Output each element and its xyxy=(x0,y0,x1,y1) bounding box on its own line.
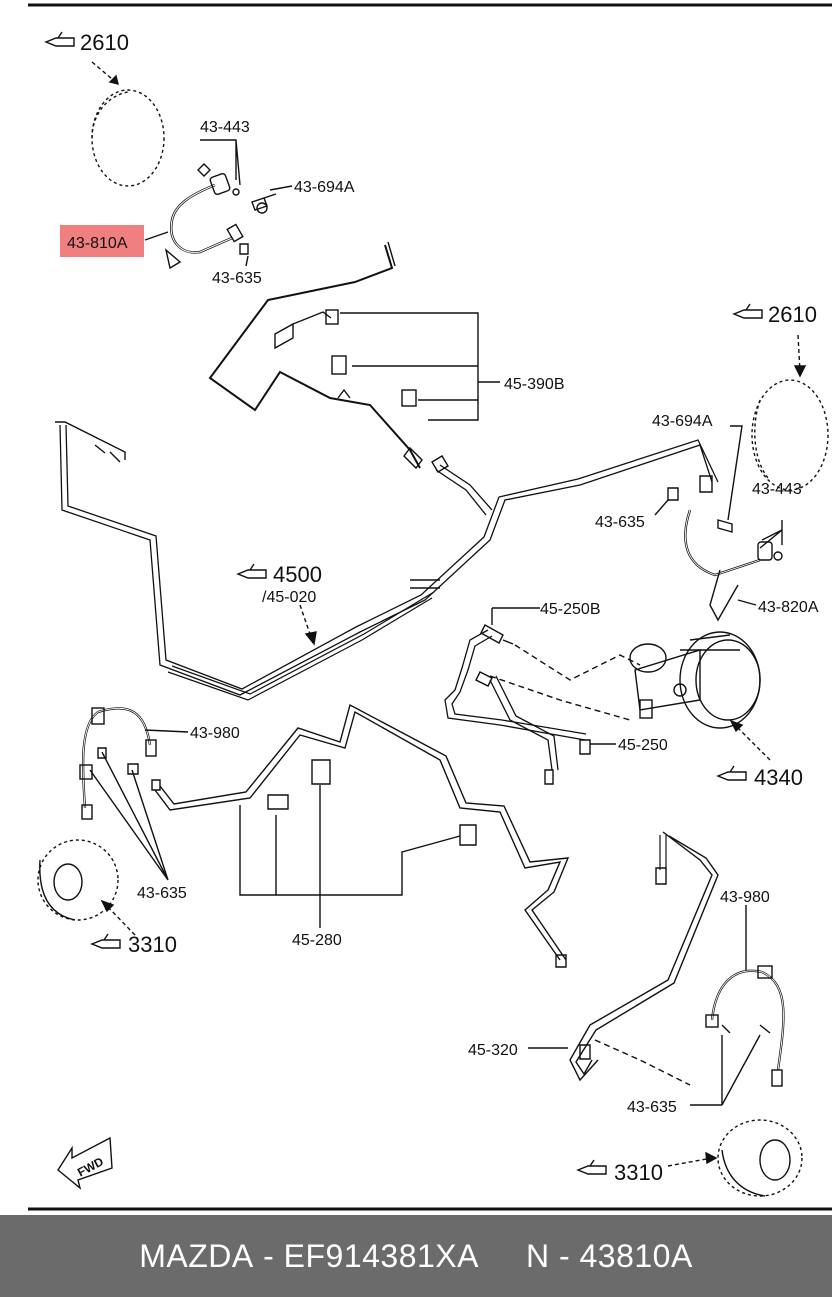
ref-3310-left: 3310 xyxy=(128,932,177,957)
hand-pointer-icon xyxy=(716,765,747,781)
diagram-svg: 2610 2610 4500 /45-020 4340 3310 3310 43… xyxy=(28,3,832,1211)
footer-brand: MAZDA xyxy=(139,1237,254,1274)
footer-catalog-number: N - 43810A xyxy=(525,1237,693,1274)
hand-pointer-icon xyxy=(90,933,121,949)
ref-2610-right: 2610 xyxy=(768,302,817,327)
part-45280: 45-280 xyxy=(292,932,342,949)
part-43635-right: 43-635 xyxy=(595,514,645,531)
part-43635-top: 43-635 xyxy=(212,270,262,287)
part-43694a-right: 43-694A xyxy=(652,413,713,430)
part-45250: 45-250 xyxy=(618,737,668,754)
part-45250b: 45-250B xyxy=(540,601,601,618)
footer-part-number: EF914381XA xyxy=(283,1237,479,1274)
ref-3310-right: 3310 xyxy=(614,1160,663,1185)
part-43443-right: 43-443 xyxy=(752,481,802,498)
part-45320: 45-320 xyxy=(468,1042,518,1059)
part-43820a: 43-820A xyxy=(758,599,819,616)
part-43443-top: 43-443 xyxy=(200,119,250,136)
ref-45020: /45-020 xyxy=(262,589,316,606)
drawing-lines xyxy=(37,61,829,1197)
footer-separator: - xyxy=(253,1237,284,1274)
labels: 2610 2610 4500 /45-020 4340 3310 3310 43… xyxy=(67,30,819,1185)
part-43694a-top: 43-694A xyxy=(294,179,355,196)
hand-pointer-icon xyxy=(576,1159,607,1175)
part-43635-bottom: 43-635 xyxy=(627,1099,677,1116)
ref-4500: 4500 xyxy=(273,562,322,587)
footer-bar: MAZDA - EF914381XA N - 43810A xyxy=(0,1215,832,1297)
parts-diagram: 2610 2610 4500 /45-020 4340 3310 3310 43… xyxy=(28,3,832,1211)
part-43980-left: 43-980 xyxy=(190,725,240,742)
footer-gap xyxy=(479,1238,526,1275)
part-45390b: 45-390B xyxy=(504,376,565,393)
highlight-box xyxy=(60,225,144,257)
ref-4340: 4340 xyxy=(754,765,803,790)
ref-2610-top: 2610 xyxy=(80,30,129,55)
brake-drum-top-left xyxy=(91,89,165,187)
part-43980-right: 43-980 xyxy=(720,889,770,906)
hand-pointer-icon xyxy=(732,303,763,319)
part-43635-left: 43-635 xyxy=(137,885,187,902)
part-43810a: 43-810A xyxy=(67,235,128,252)
hand-pointer-icon xyxy=(236,563,267,579)
hand-pointer-icon xyxy=(44,31,75,47)
hand-pointer-icons xyxy=(44,31,763,1175)
